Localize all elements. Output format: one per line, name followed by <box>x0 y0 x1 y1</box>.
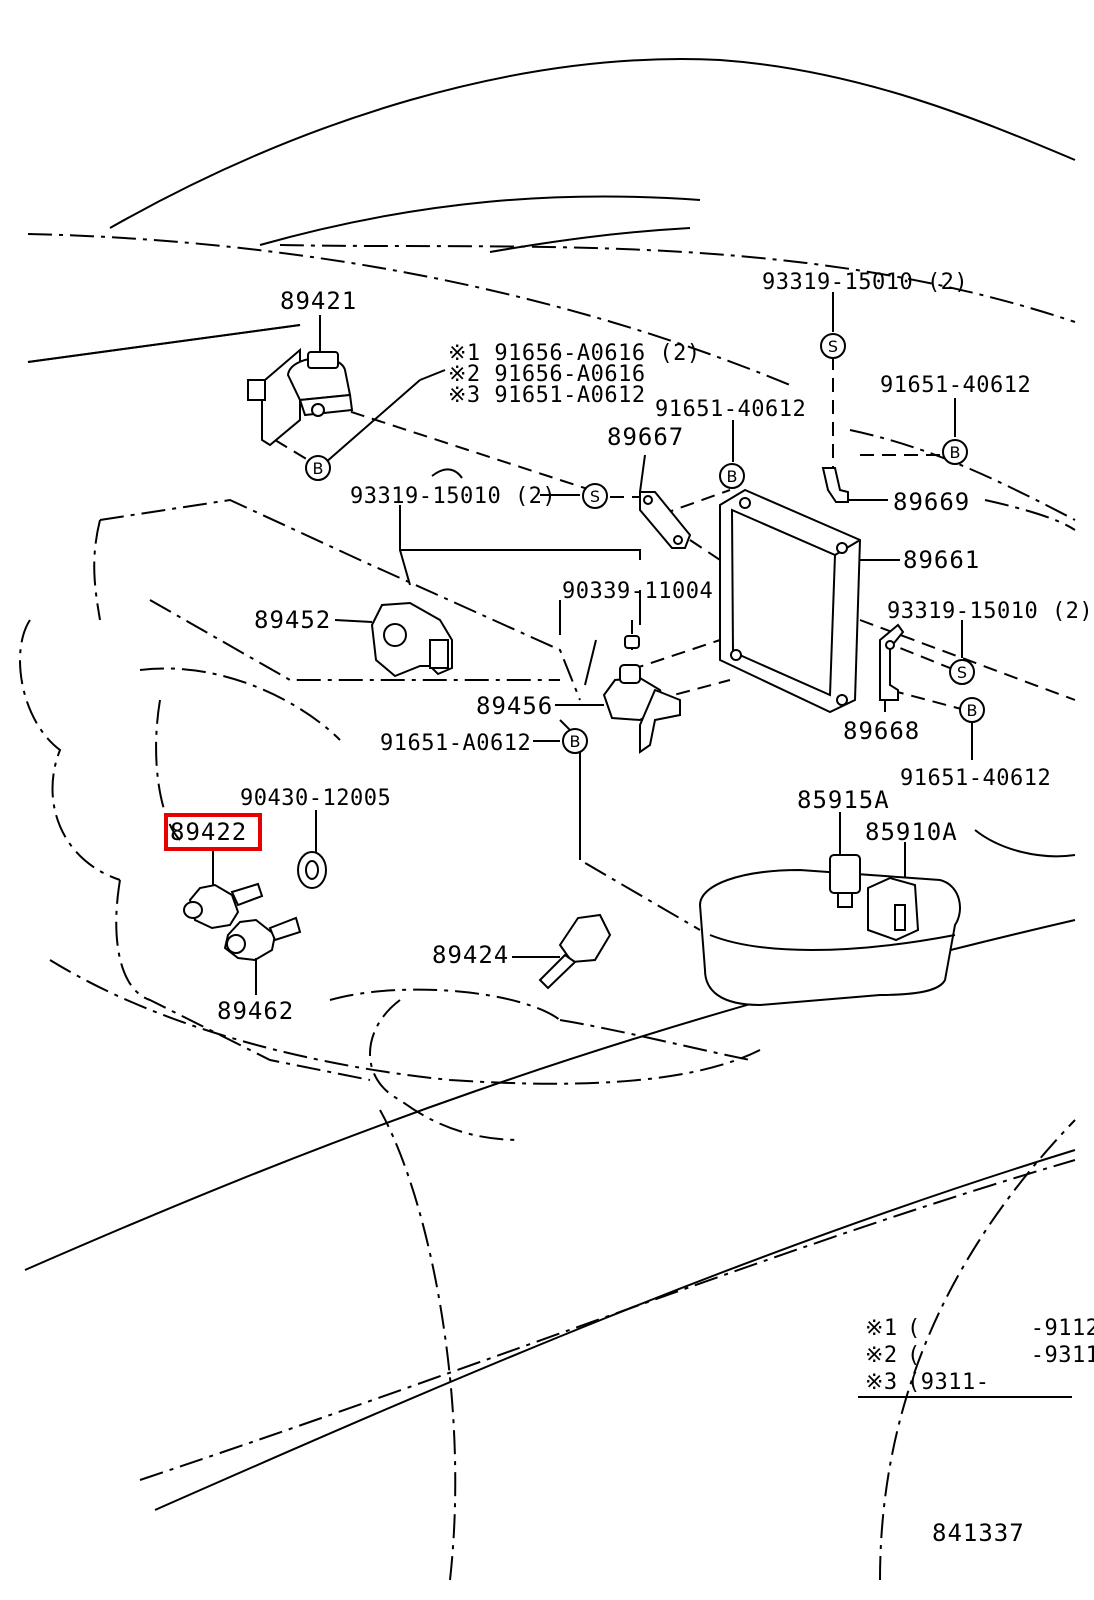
bolt-marker-5-text: B <box>570 732 581 751</box>
label-89421: 89421 <box>280 287 357 315</box>
part-89421-drawing <box>27 315 354 447</box>
label-90430: 90430-12005 <box>240 786 391 811</box>
label-89668: 89668 <box>843 717 920 745</box>
part-labels: 89421 ※1 91656-A0616 (2) ※2 91656-A0616 … <box>170 270 1093 1025</box>
bolt-marker-4-text: B <box>967 701 978 720</box>
label-90339: 90339-11004 <box>562 579 713 604</box>
bolt-marker-1-text: B <box>313 459 324 478</box>
fastener-markers: B S B S B S B B <box>305 333 985 754</box>
label-note1: ※1 91656-A0616 (2) <box>448 341 701 366</box>
part-89462-drawing <box>223 916 302 995</box>
label-89669: 89669 <box>893 488 970 516</box>
label-note3: ※3 91651-A0612 <box>448 383 646 408</box>
label-89424: 89424 <box>432 941 509 969</box>
screw-marker-2 <box>820 333 846 359</box>
legend-3-mark: ※3 <box>865 1370 898 1395</box>
screw-marker-3-text: S <box>957 663 967 682</box>
washer-tank-drawing <box>698 812 961 1007</box>
label-89422: 89422 <box>170 818 247 846</box>
leader-lines <box>324 292 973 860</box>
label-91651-40612-top: 91651-40612 <box>880 373 1031 398</box>
bolt-marker-2 <box>719 463 745 489</box>
bolt-marker-3 <box>942 439 968 465</box>
part-89668-drawing <box>879 623 905 712</box>
bolt-marker-2-text: B <box>727 467 738 486</box>
part-89422-drawing <box>183 848 264 930</box>
label-91651-40612-low: 91651-40612 <box>900 766 1051 791</box>
label-93319-mid: 93319-15010 (2) <box>350 484 556 509</box>
part-89669-drawing <box>821 467 888 503</box>
part-89661-drawing <box>719 488 900 714</box>
label-89667: 89667 <box>607 423 684 451</box>
part-89424-drawing <box>512 913 612 990</box>
label-89661: 89661 <box>903 546 980 574</box>
bolt-marker-5 <box>562 728 588 754</box>
label-note2: ※2 91656-A0616 <box>448 362 646 387</box>
engine-outline <box>19 498 751 1141</box>
label-93319-top: 93319-15010 (2) <box>762 270 968 295</box>
bolt-marker-3-text: B <box>950 443 961 462</box>
label-89452: 89452 <box>254 606 331 634</box>
screw-marker-1-text: S <box>590 487 600 506</box>
screw-marker-1 <box>582 483 608 509</box>
diagram-number: 841337 <box>932 1519 1025 1547</box>
legend: ※1 ( -9112) ※2 ( -9311) ※3 (9311- ) <box>858 1316 1094 1398</box>
label-85910A: 85910A <box>865 818 958 846</box>
legend-1-range: ( -9112) <box>907 1316 1094 1341</box>
label-89462: 89462 <box>217 997 294 1025</box>
part-89667-drawing <box>639 454 692 549</box>
label-89456: 89456 <box>476 692 553 720</box>
legend-2-range: ( -9311) <box>907 1343 1094 1368</box>
part-89452-drawing <box>334 601 453 678</box>
label-85915A: 85915A <box>797 786 890 814</box>
bolt-marker-4 <box>959 697 985 723</box>
screw-marker-2-text: S <box>828 337 838 356</box>
label-91651-A0612: 91651-A0612 <box>380 731 531 756</box>
legend-2-mark: ※2 <box>865 1343 898 1368</box>
bolt-marker-1 <box>305 455 331 481</box>
legend-3-range: (9311- ) <box>907 1370 1094 1395</box>
highlight-box-89422 <box>164 813 262 851</box>
screw-marker-3 <box>949 659 975 685</box>
label-91651-40612-mid: 91651-40612 <box>655 397 806 422</box>
legend-1-mark: ※1 <box>865 1316 898 1341</box>
label-93319-right: 93319-15010 (2) <box>887 599 1093 624</box>
part-89456-drawing <box>555 635 681 754</box>
body-outline <box>24 58 1076 1581</box>
part-90430-drawing <box>297 810 327 889</box>
